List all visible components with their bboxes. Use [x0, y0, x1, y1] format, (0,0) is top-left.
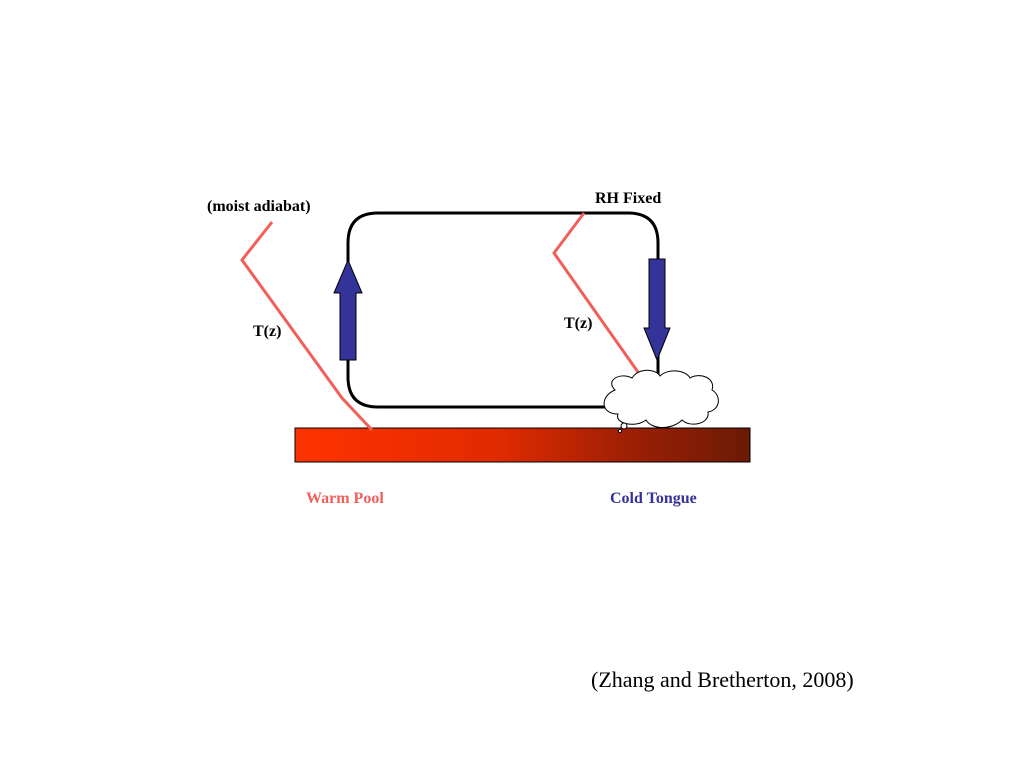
left-temperature-profile [240, 221, 374, 432]
tz-right-label: T(z) [564, 315, 592, 332]
up-arrow-icon [333, 258, 363, 361]
rh-fixed-label: RH Fixed [595, 190, 661, 207]
cold-tongue-label: Cold Tongue [610, 490, 697, 507]
cloud-icon [603, 369, 719, 434]
tz-left-label: T(z) [253, 323, 281, 340]
circulation-loop [346, 211, 660, 409]
ocean-surface-bar [294, 427, 751, 463]
down-arrow-icon [643, 258, 671, 362]
moist-adiabat-label: (moist adiabat) [207, 198, 311, 215]
warm-pool-label: Warm Pool [306, 490, 384, 507]
right-temperature-profile [552, 212, 647, 383]
citation: (Zhang and Bretherton, 2008) [591, 667, 854, 692]
